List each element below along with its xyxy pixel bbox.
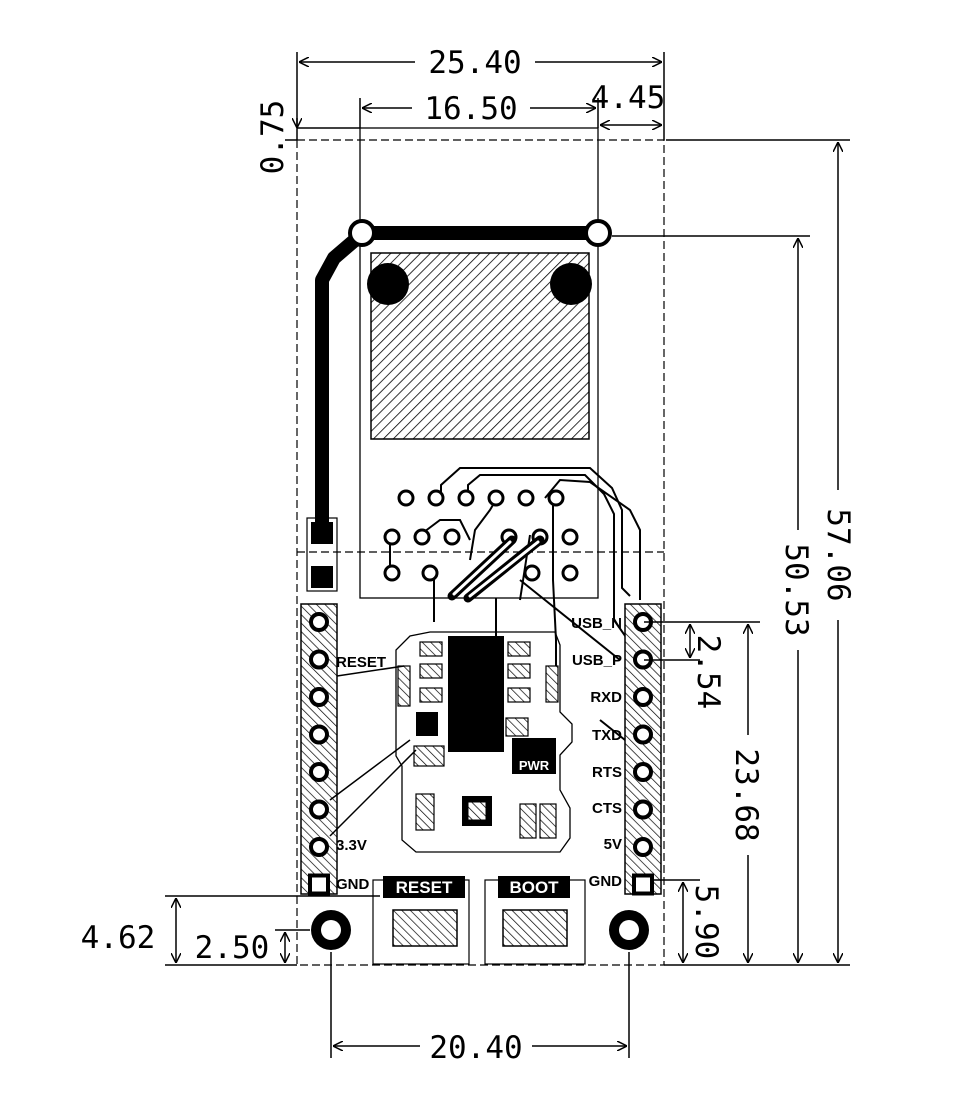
dim-header-to-bottom: 5.90 — [688, 885, 724, 960]
dim-board-length: 57.06 — [820, 508, 856, 601]
label-reset-pin: RESET — [336, 654, 386, 671]
chip-pads — [383, 489, 579, 582]
left-header-pin-3 — [309, 687, 329, 707]
label-usb-p-pin: USB_P — [572, 652, 622, 669]
pcb-traces — [389, 467, 641, 741]
label-cts-pin: CTS — [592, 800, 622, 817]
module-outline — [359, 127, 599, 599]
dim-board-width: 25.40 — [428, 45, 521, 81]
pwr-led-label: PWR — [519, 758, 550, 773]
rf-shield — [367, 252, 592, 440]
label-usb-n-pin: USB_N — [571, 615, 622, 632]
left-header-pins — [308, 612, 330, 896]
dim-right-margin: 4.45 — [591, 80, 666, 116]
boot-button-label: BOOT — [509, 878, 559, 897]
left-header-pin-6 — [309, 799, 329, 820]
board-outline — [296, 139, 665, 966]
reset-button: RESET — [372, 876, 470, 965]
mounting-holes — [311, 910, 649, 950]
label-gnd-left-pin: GND — [336, 876, 370, 893]
right-header-pin-7 — [633, 837, 653, 857]
usb-uart-circuit: PWR — [329, 631, 573, 853]
left-header-pin-8 — [308, 873, 330, 896]
dim-pin-pitch: 2.54 — [690, 635, 726, 710]
dim-module-width: 16.50 — [424, 91, 517, 127]
label-rts-pin: RTS — [592, 764, 622, 781]
dim-hole-spacing: 20.40 — [429, 1030, 522, 1066]
left-header-pin-2 — [309, 649, 329, 670]
dim-header-span: 23.68 — [728, 748, 764, 841]
dimension-lines — [165, 52, 850, 1058]
left-header-pin-4 — [309, 724, 329, 745]
boot-button: BOOT — [484, 876, 586, 965]
left-header-pin-7 — [309, 837, 329, 857]
label-5v-pin: 5V — [604, 836, 622, 853]
dim-hole-row-offset: 4.62 — [81, 920, 156, 956]
dim-antenna-to-bottom: 50.53 — [778, 543, 814, 636]
label-gnd-right-pin: GND — [589, 873, 623, 890]
right-header-pin-8 — [632, 873, 654, 896]
label-txd-pin: TXD — [592, 727, 622, 744]
right-header-pin-3 — [633, 687, 653, 707]
right-header-pin-4 — [633, 724, 653, 745]
right-header-pin-6 — [633, 799, 653, 820]
left-header-pin-5 — [309, 762, 329, 782]
left-header-pin-1 — [309, 612, 329, 632]
dim-hole-center-offset: 2.50 — [195, 930, 270, 966]
dim-top-margin: 0.75 — [255, 100, 291, 175]
reset-button-label: RESET — [396, 878, 453, 897]
label-rxd-pin: RXD — [590, 689, 622, 706]
right-header-pin-5 — [633, 762, 653, 782]
label-3v3-pin: 3.3V — [336, 837, 367, 854]
antenna — [306, 219, 612, 592]
